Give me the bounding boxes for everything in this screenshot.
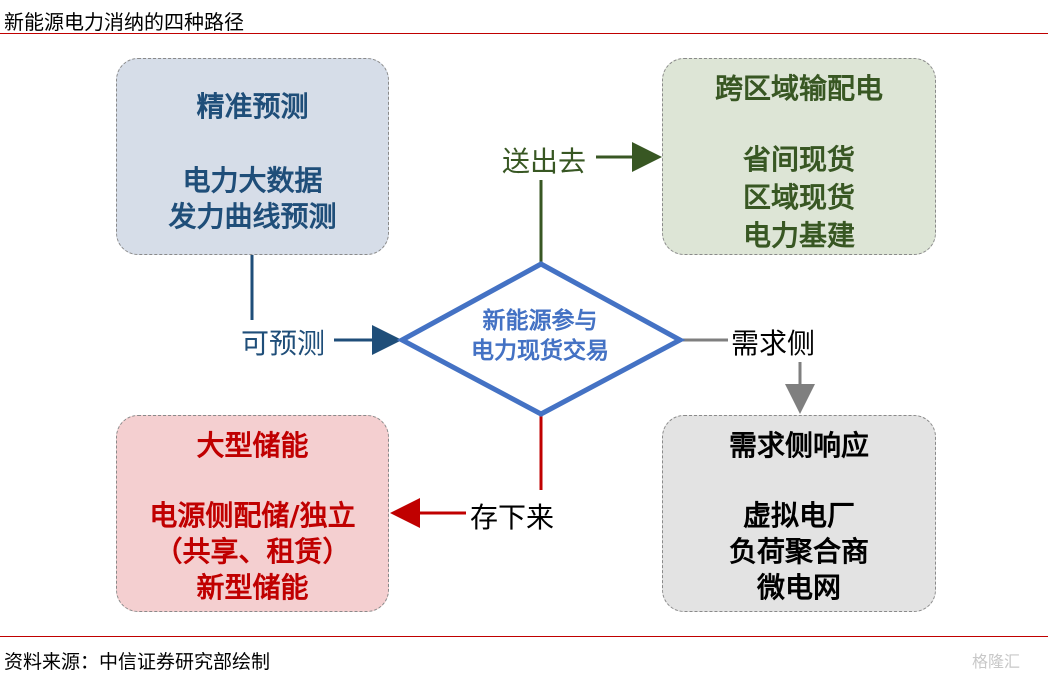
- demand-line: 微电网: [756, 571, 841, 604]
- storage-body: 电源侧配储/独立 （共享、租赁） 新型储能: [117, 498, 388, 606]
- bottom-divider: [0, 636, 1048, 637]
- top-divider: [0, 33, 1048, 34]
- demand-body: 虚拟电厂 负荷聚合商 微电网: [663, 498, 935, 606]
- forecast-line: 发力曲线预测: [168, 200, 337, 233]
- page-title: 新能源电力消纳的四种路径: [4, 10, 244, 34]
- transmission-line: 区域现货: [742, 181, 855, 214]
- transmission-line: 电力基建: [742, 219, 855, 252]
- transmission-line: 省间现货: [742, 143, 855, 176]
- demand-box: 需求侧响应 虚拟电厂 负荷聚合商 微电网: [662, 415, 936, 612]
- storage-heading: 大型储能: [196, 429, 309, 462]
- source-note: 资料来源：中信证券研究部绘制: [4, 651, 271, 673]
- forecast-heading: 精准预测: [196, 90, 309, 123]
- watermark: 格隆汇: [972, 652, 1021, 671]
- transmission-box: 跨区域输配电 省间现货 区域现货 电力基建: [662, 58, 936, 255]
- transmission-heading: 跨区域输配电: [714, 72, 883, 105]
- send-label: 送出去: [502, 145, 587, 178]
- transmission-body: 省间现货 区域现货 电力基建: [663, 141, 935, 255]
- storage-line: （共享、租赁）: [154, 535, 351, 568]
- storage-box: 大型储能 电源侧配储/独立 （共享、租赁） 新型储能: [116, 415, 389, 612]
- forecast-box: 精准预测 电力大数据 发力曲线预测: [116, 58, 389, 255]
- storage-line: 电源侧配储/独立: [149, 499, 356, 532]
- storage-line: 新型储能: [196, 571, 309, 604]
- demand-line: 虚拟电厂: [742, 499, 855, 532]
- forecast-line: 电力大数据: [182, 164, 323, 197]
- demand-label: 需求侧: [731, 327, 816, 360]
- center-line-1: 新能源参与: [482, 308, 598, 334]
- demand-heading: 需求侧响应: [728, 429, 869, 462]
- center-label: 新能源参与 电力现货交易: [440, 306, 640, 366]
- center-line-2: 电力现货交易: [471, 338, 609, 364]
- center-diamond: [396, 261, 686, 417]
- forecast-body: 电力大数据 发力曲线预测: [117, 163, 388, 235]
- store-label: 存下来: [470, 501, 555, 534]
- demand-line: 负荷聚合商: [728, 535, 869, 568]
- predict-label: 可预测: [241, 327, 326, 360]
